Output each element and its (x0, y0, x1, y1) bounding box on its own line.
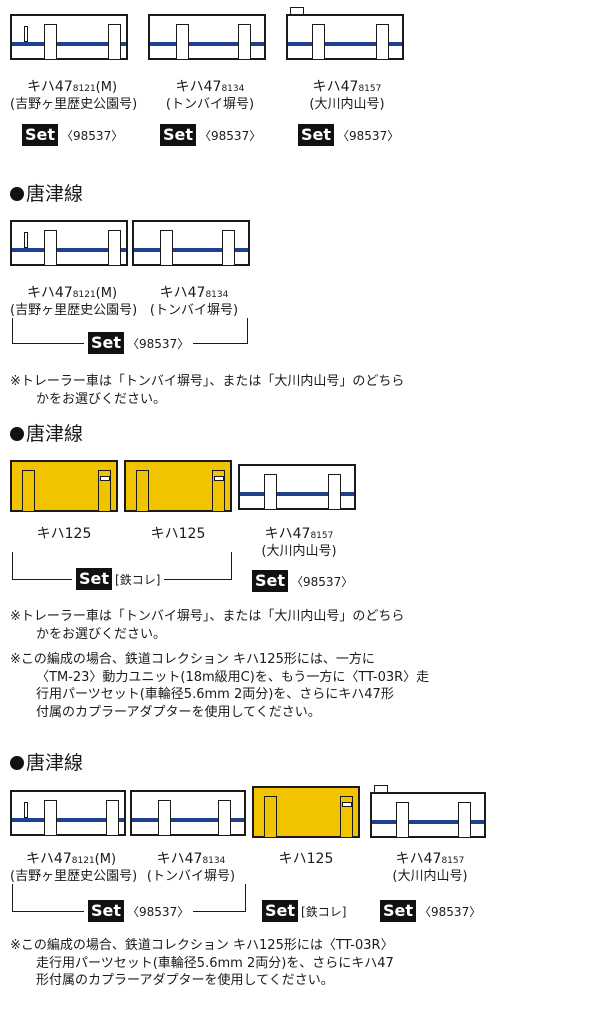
train-car-kiha125 (10, 460, 118, 512)
car-label-8134: キハ478134 (トンバイ塀号) (165, 79, 255, 113)
car-label-8157: キハ478157 (大川内山号) (309, 79, 385, 113)
car-label-kiha125: キハ125 (36, 526, 92, 542)
set-badge: Set〈98537〉 (84, 900, 194, 922)
car-label-8121: キハ478121(M) (吉野ヶ里歴史公園号) (10, 851, 138, 885)
train-car-kiha125 (124, 460, 232, 512)
train-car-kiha47-8157 (370, 785, 486, 838)
train-car-kiha47-8121 (10, 790, 126, 836)
train-car-kiha47-8134 (148, 14, 266, 60)
set-badge: Set〈98537〉 (84, 332, 194, 354)
bullet-icon (10, 427, 24, 441)
section-title: 唐津線 (10, 183, 83, 205)
set-badge: Set〈98537〉 (160, 124, 261, 146)
note-text: ※この編成の場合、鉄道コレクション キハ125形には、一方に 〈TM-23〉動力… (10, 652, 430, 720)
car-label-8121: キハ478121(M) (吉野ヶ里歴史公園号) (10, 79, 138, 113)
bullet-icon (10, 187, 24, 201)
car-label-8121: キハ478121(M) (吉野ヶ里歴史公園号) (10, 285, 138, 319)
train-car-kiha47-8134 (132, 220, 250, 266)
set-badge: Set〈98537〉 (380, 900, 481, 922)
note-text: ※この編成の場合、鉄道コレクション キハ125形には〈TT-03R〉 走行用パー… (10, 938, 394, 988)
bullet-icon (10, 756, 24, 770)
car-label-8134: キハ478134 (トンバイ塀号) (149, 285, 239, 319)
train-car-kiha47-8134 (130, 790, 246, 836)
car-label-kiha125: キハ125 (278, 851, 334, 867)
note-text: ※トレーラー車は「トンバイ塀号」、または「大川内山号」のどちら かをお選びくださ… (10, 609, 405, 642)
train-car-kiha47-8157 (286, 7, 404, 60)
set-badge: Set〈98537〉 (252, 570, 353, 592)
section-title: 唐津線 (10, 752, 83, 774)
train-car-kiha47-8157 (238, 464, 356, 510)
car-label-kiha125: キハ125 (150, 526, 206, 542)
train-car-kiha47-8121 (10, 220, 128, 266)
car-label-8157: キハ478157 (大川内山号) (392, 851, 468, 885)
train-car-kiha125 (252, 786, 360, 838)
car-label-8157: キハ478157 (大川内山号) (261, 526, 337, 560)
note-text: ※トレーラー車は「トンバイ塀号」、または「大川内山号」のどちら かをお選びくださ… (10, 374, 405, 407)
section-title: 唐津線 (10, 423, 83, 445)
train-car-kiha47-8121 (10, 14, 128, 60)
set-badge: Set〈98537〉 (22, 124, 123, 146)
set-badge-tetsukore: Set[鉄コレ] (262, 900, 346, 922)
set-badge-tetsukore: Set[鉄コレ] (72, 568, 165, 590)
car-label-8134: キハ478134 (トンバイ塀号) (146, 851, 236, 885)
set-badge: Set〈98537〉 (298, 124, 399, 146)
